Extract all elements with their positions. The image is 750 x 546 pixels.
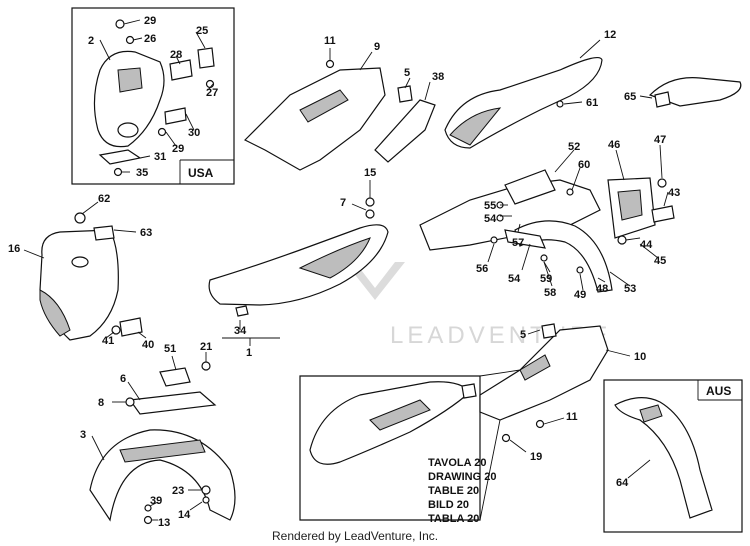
usa-box: USA 29 26 2 25 28 27 30 29 31 — [71, 7, 235, 185]
table-ref-line: BILD 20 — [428, 499, 469, 511]
callout: 8 — [98, 397, 104, 409]
callout: 11 — [566, 411, 578, 423]
front-fender-3: 8 6 51 21 3 23 14 39 13 — [80, 341, 236, 529]
callout: 15 — [364, 167, 376, 179]
table-ref-line: DRAWING 20 — [428, 471, 496, 483]
callout: 39 — [150, 495, 162, 507]
callout: 48 — [596, 283, 608, 295]
callout: 1 — [246, 347, 252, 359]
callout: 23 — [172, 485, 184, 497]
callout: 28 — [170, 49, 182, 61]
callout: 58 — [544, 287, 556, 299]
callout: 9 — [374, 41, 380, 53]
aus-fender — [614, 397, 713, 519]
callout: 52 — [568, 141, 580, 153]
decal-38: 5 38 — [374, 67, 444, 163]
callout: 51 — [164, 343, 176, 355]
rear-tail-12: 12 61 — [444, 29, 616, 149]
side-cover-9: 11 9 — [243, 35, 386, 171]
callout: 14 — [178, 509, 191, 521]
callout: 16 — [8, 243, 20, 255]
subframe-assembly: 52 60 46 47 43 44 45 48 53 49 58 54 56 5… — [419, 134, 680, 301]
callout: 5 — [520, 329, 526, 341]
footer-credit: Rendered by LeadVenture, Inc. — [272, 529, 438, 543]
callout: 5 — [404, 67, 410, 79]
callout: 35 — [136, 167, 148, 179]
callout: 12 — [604, 29, 616, 41]
callout: 43 — [668, 187, 680, 199]
callout: 55 — [484, 200, 496, 212]
callout: 53 — [624, 283, 636, 295]
callout: 29 — [144, 15, 156, 27]
callout: 59 — [540, 273, 552, 285]
callout: 44 — [640, 239, 653, 251]
seat-1: 15 7 34 1 — [208, 167, 389, 359]
aus-label: AUS — [706, 384, 731, 398]
table-ref-line: TAVOLA 20 — [428, 457, 486, 469]
aus-box: AUS 64 — [603, 379, 743, 533]
callout: 57 — [512, 237, 524, 249]
table-ref-line: TABLE 20 — [428, 485, 479, 497]
callout: 60 — [578, 159, 590, 171]
callout: 41 — [102, 335, 114, 347]
callout: 56 — [476, 263, 488, 275]
callout: 11 — [324, 35, 336, 47]
callout: 7 — [340, 197, 346, 209]
callout: 13 — [158, 517, 170, 529]
callout: 64 — [616, 477, 629, 489]
callout: 29 — [172, 143, 184, 155]
usa-label: USA — [188, 166, 214, 180]
callout: 30 — [188, 127, 200, 139]
callout: 47 — [654, 134, 666, 146]
callout: 19 — [530, 451, 542, 463]
callout: 54 — [508, 273, 521, 285]
callout: 38 — [432, 71, 444, 83]
table-reference: TAVOLA 20 DRAWING 20 TABLE 20 BILD 20 TA… — [428, 457, 496, 525]
side-panel-10: 5 10 11 19 — [299, 323, 646, 521]
callout: 40 — [142, 339, 154, 351]
callout: 65 — [624, 91, 636, 103]
callout: 2 — [88, 35, 94, 47]
callout: 25 — [196, 25, 208, 37]
callout: 46 — [608, 139, 620, 151]
callout: 27 — [206, 87, 218, 99]
callout: 49 — [574, 289, 586, 301]
callout: 54 — [484, 213, 497, 225]
callout: 31 — [154, 151, 166, 163]
headlight-mask — [93, 50, 165, 148]
fuel-tank-16: 16 62 63 41 40 — [8, 193, 154, 351]
callout: 6 — [120, 373, 126, 385]
callout: 10 — [634, 351, 646, 363]
callout: 21 — [200, 341, 212, 353]
callout: 26 — [144, 33, 156, 45]
tail-light-65: 65 — [624, 77, 742, 108]
callout: 62 — [98, 193, 110, 205]
callout: 45 — [654, 255, 666, 267]
callout: 63 — [140, 227, 152, 239]
table-ref-line: TABLA 20 — [428, 513, 479, 525]
callout: 34 — [234, 325, 247, 337]
callout: 3 — [80, 429, 86, 441]
callout: 61 — [586, 97, 598, 109]
